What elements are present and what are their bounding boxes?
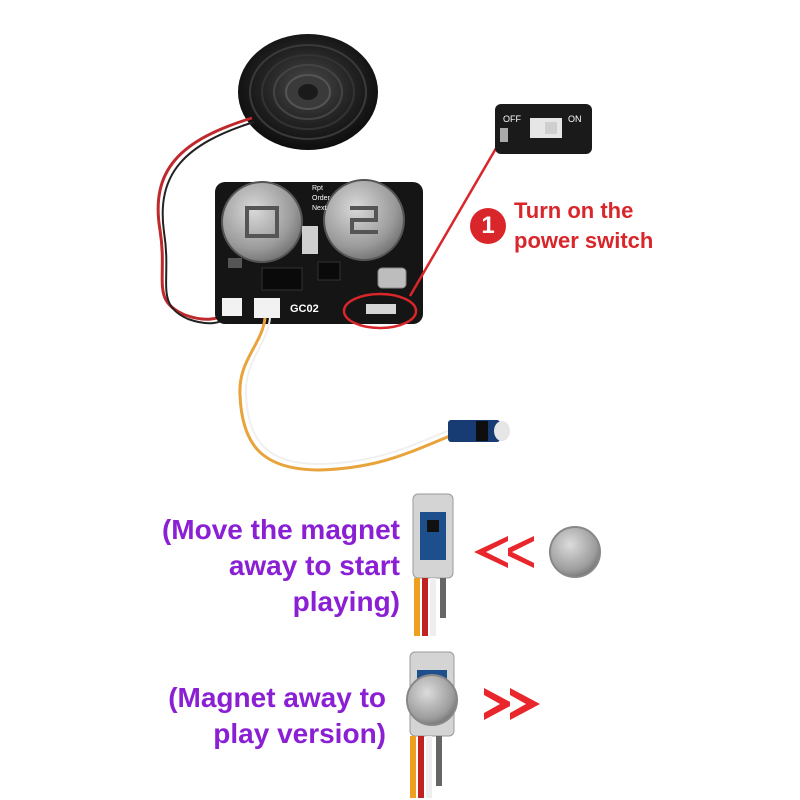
caption-line: away to start bbox=[228, 550, 400, 581]
magnet-icon bbox=[549, 526, 601, 578]
caption-line: (Move the magnet bbox=[161, 514, 400, 545]
magnet-icon bbox=[406, 674, 458, 726]
step-number-badge: 1 bbox=[470, 208, 506, 244]
button-label-rpt: Rpt bbox=[312, 185, 323, 192]
instruction-line: Turn on the bbox=[514, 198, 634, 223]
magnetic-sensor-icon bbox=[412, 493, 454, 636]
double-arrow-right-icon bbox=[484, 688, 540, 720]
switch-highlight-circle bbox=[342, 292, 418, 330]
coin-battery-icon bbox=[323, 179, 405, 261]
board-model-label: GC02 bbox=[290, 303, 319, 315]
switch-on-label: ON bbox=[568, 114, 582, 124]
double-arrow-left-icon bbox=[474, 536, 534, 568]
speaker-wire bbox=[156, 116, 253, 321]
callout-connector-line bbox=[408, 137, 504, 297]
power-switch-instruction: Turn on the power switch bbox=[514, 196, 714, 256]
switch-off-label: OFF bbox=[503, 114, 521, 124]
start-playing-caption: (Move the magnet away to start playing) bbox=[100, 512, 400, 620]
coin-battery-icon bbox=[221, 181, 303, 263]
speaker-icon bbox=[238, 34, 378, 150]
button-label-order: Order bbox=[312, 195, 331, 202]
sensor-wire bbox=[238, 317, 451, 472]
pcb-board: Rpt Order Next GC02 bbox=[215, 179, 423, 324]
button-label-next: Next bbox=[312, 205, 326, 212]
play-version-caption: (Magnet away to play version) bbox=[120, 680, 386, 752]
slide-switch-icon: OFF ON bbox=[495, 104, 592, 154]
caption-line: playing) bbox=[292, 586, 400, 617]
instruction-line: power switch bbox=[514, 228, 654, 253]
caption-line: (Magnet away to bbox=[168, 682, 386, 713]
magnetic-sensor-icon bbox=[448, 420, 510, 442]
caption-line: play version) bbox=[213, 718, 386, 749]
